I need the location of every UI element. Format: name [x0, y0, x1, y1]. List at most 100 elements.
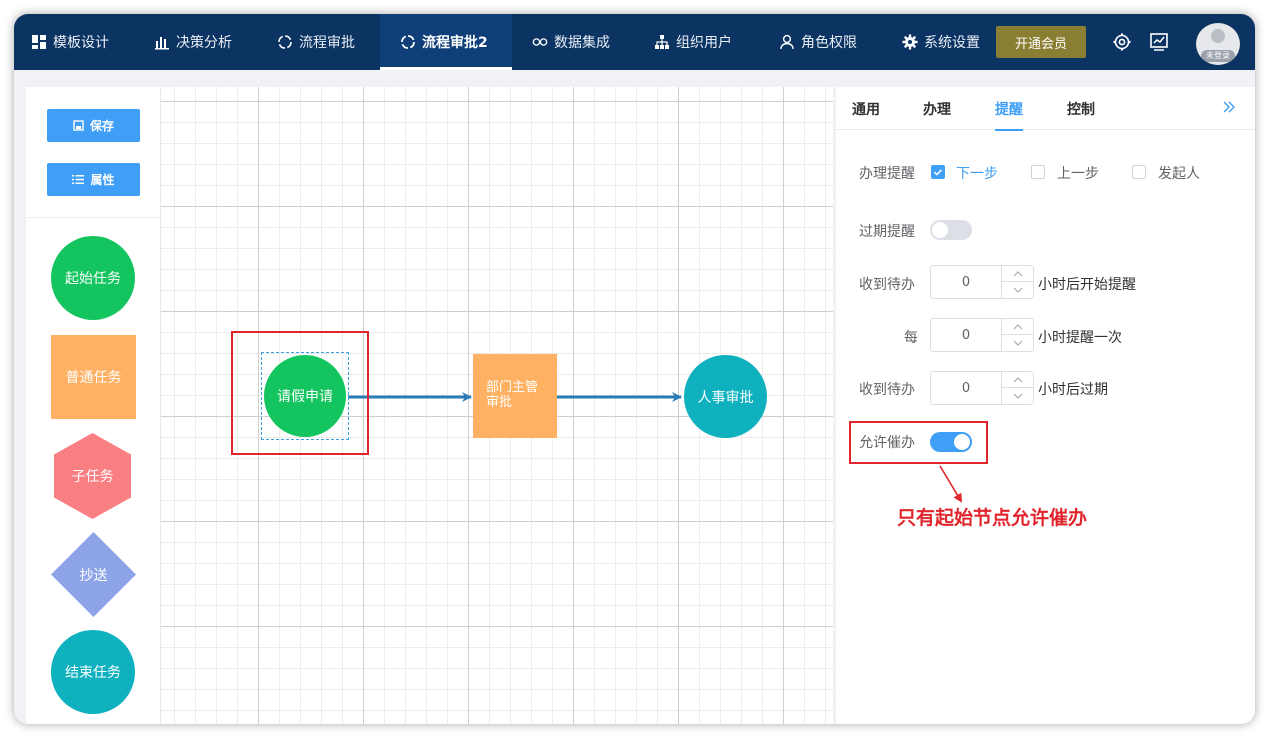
expire-remind-switch[interactable] [930, 220, 972, 240]
node-dept-manager-approval[interactable]: 部门主管审批 [473, 354, 557, 438]
node-label: 部门主管审批 [486, 380, 539, 410]
bar-chart-icon [154, 34, 170, 50]
tab-remind[interactable]: 提醒 [995, 87, 1023, 131]
monitor-chart-icon[interactable] [1149, 32, 1169, 52]
palette-divider [26, 217, 161, 218]
nav-item-label: 系统设置 [924, 35, 980, 51]
nav-item-label: 角色权限 [801, 35, 857, 51]
decrease-button[interactable] [1002, 335, 1034, 351]
double-chevron-right-icon[interactable] [1221, 99, 1237, 115]
panel-tabs: 通用 办理 提醒 控制 [836, 87, 1255, 131]
remind-interval-input[interactable] [931, 319, 1001, 351]
nav-item-label: 流程审批2 [422, 35, 488, 51]
nav-item-label: 组织用户 [676, 35, 732, 51]
checkbox-next-step-label[interactable]: 下一步 [956, 166, 998, 182]
checkbox-initiator[interactable] [1132, 165, 1146, 179]
allow-urge-label: 允许催办 [859, 435, 915, 451]
remind-interval-unit: 小时提醒一次 [1038, 330, 1122, 346]
save-label: 保存 [89, 119, 114, 133]
node-leave-application[interactable]: 请假申请 [264, 355, 346, 437]
node-hr-approval[interactable]: 人事审批 [684, 355, 767, 438]
user-icon [779, 34, 795, 50]
shape-palette: 保存 属性 起始任务 普通任务 子任务 抄送 结束任务 [26, 87, 161, 724]
switch-knob [932, 222, 948, 238]
increase-button[interactable] [1002, 266, 1034, 282]
decrease-button[interactable] [1002, 388, 1034, 404]
checkbox-next-step[interactable] [931, 165, 945, 179]
expire-remind-label: 过期提醒 [859, 224, 915, 240]
loop-icon [277, 34, 293, 50]
start-remind-unit: 小时后开始提醒 [1038, 277, 1136, 293]
avatar-head-icon [1211, 29, 1225, 43]
tab-control[interactable]: 控制 [1067, 101, 1095, 118]
attributes-button[interactable]: 属性 [47, 163, 140, 196]
settings-icon[interactable] [1112, 32, 1132, 52]
switch-knob [954, 434, 970, 450]
save-icon [73, 120, 84, 131]
nav-item-label: 模板设计 [53, 35, 109, 51]
stepper-arrows [1001, 266, 1034, 298]
top-nav: 模板设计 决策分析 流程审批 流程审批2 数据集成 [14, 14, 1255, 70]
avatar-login-status: 未登录 [1201, 50, 1235, 62]
tab-general[interactable]: 通用 [852, 101, 880, 118]
chevron-down-icon [1013, 340, 1023, 346]
every-label: 每 [904, 330, 918, 346]
chevron-down-icon [1013, 287, 1023, 293]
save-button[interactable]: 保存 [47, 109, 140, 142]
link-icon [532, 34, 548, 50]
stepper-arrows [1001, 372, 1034, 404]
loop-icon [400, 34, 416, 50]
start-remind-hours-stepper[interactable] [930, 265, 1034, 299]
palette-sub-task[interactable]: 子任务 [54, 433, 131, 519]
checkbox-prev-step-label[interactable]: 上一步 [1057, 166, 1099, 182]
palette-normal-task[interactable]: 普通任务 [51, 335, 136, 419]
nav-item-flow-approval[interactable]: 流程审批 [277, 14, 355, 70]
chevron-up-icon [1013, 376, 1023, 382]
palette-start-task[interactable]: 起始任务 [51, 236, 135, 320]
avatar[interactable]: 未登录 [1196, 23, 1240, 65]
vip-button[interactable]: 开通会员 [996, 26, 1086, 58]
gear-icon [902, 34, 918, 50]
check-icon [933, 169, 943, 176]
allow-urge-switch[interactable] [930, 432, 972, 452]
attributes-label: 属性 [90, 173, 115, 187]
expire-unit: 小时后过期 [1038, 382, 1108, 398]
checkbox-prev-step[interactable] [1031, 165, 1045, 179]
chevron-down-icon [1013, 393, 1023, 399]
nav-item-label: 流程审批 [299, 35, 355, 51]
stepper-arrows [1001, 319, 1034, 351]
flow-canvas[interactable]: 请假申请 部门主管审批 人事审批 [161, 87, 833, 724]
chevron-up-icon [1013, 270, 1023, 276]
checkbox-initiator-label[interactable]: 发起人 [1158, 166, 1200, 182]
annotation-text: 只有起始节点允许催办 [897, 507, 1088, 529]
annotation-arrow [939, 465, 963, 503]
receive-todo-expire-label: 收到待办 [859, 382, 915, 398]
nav-item-template-design[interactable]: 模板设计 [31, 14, 109, 70]
handle-remind-label: 办理提醒 [859, 166, 915, 182]
nav-item-org-users[interactable]: 组织用户 [654, 14, 732, 70]
palette-cc[interactable]: 抄送 [51, 532, 136, 617]
expire-hours-input[interactable] [931, 372, 1001, 404]
nav-item-role-permission[interactable]: 角色权限 [779, 14, 857, 70]
nav-item-data-integration[interactable]: 数据集成 [532, 14, 610, 70]
increase-button[interactable] [1002, 372, 1034, 388]
nav-item-system-settings[interactable]: 系统设置 [902, 14, 980, 70]
nav-item-decision-analysis[interactable]: 决策分析 [154, 14, 232, 70]
palette-end-task[interactable]: 结束任务 [51, 630, 135, 714]
org-tree-icon [654, 34, 670, 50]
decrease-button[interactable] [1002, 282, 1034, 298]
nav-item-label: 数据集成 [554, 35, 610, 51]
nav-item-flow-approval-2[interactable]: 流程审批2 [380, 14, 512, 70]
increase-button[interactable] [1002, 319, 1034, 335]
properties-panel: 通用 办理 提醒 控制 办理提醒 下一步 上一步 发起人 过期提醒 收到待办 [836, 87, 1255, 724]
tab-handle[interactable]: 办理 [923, 101, 951, 118]
start-remind-hours-input[interactable] [931, 266, 1001, 298]
receive-todo-label: 收到待办 [859, 277, 915, 293]
remind-interval-stepper[interactable] [930, 318, 1034, 352]
nav-item-label: 决策分析 [176, 35, 232, 51]
app-window: 模板设计 决策分析 流程审批 流程审批2 数据集成 [14, 14, 1255, 724]
chevron-up-icon [1013, 323, 1023, 329]
dashboard-icon [31, 34, 47, 50]
list-icon [72, 174, 85, 185]
expire-hours-stepper[interactable] [930, 371, 1034, 405]
